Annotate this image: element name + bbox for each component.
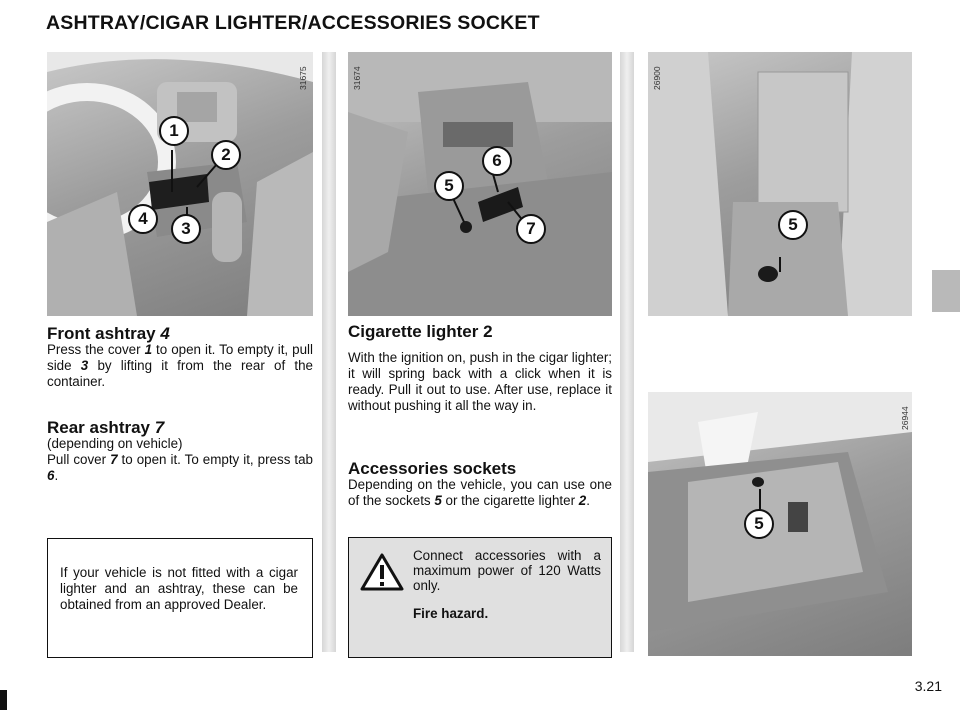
console-illustration — [648, 52, 912, 316]
centre-console-photo: 5 — [648, 52, 912, 316]
front-ashtray-heading: Front ashtray 4 — [47, 324, 170, 343]
cigarette-lighter-heading: Cigarette lighter 2 — [348, 322, 493, 341]
callout-5: 5 — [744, 509, 774, 539]
callout-3: 3 — [171, 214, 201, 244]
accessories-text: Depending on the vehicle, you can use on… — [348, 477, 612, 508]
photo-ref-31674: 31674 — [352, 66, 362, 90]
warning-triangle-icon — [360, 553, 404, 591]
photo-ref-26900: 26900 — [652, 66, 662, 90]
callout-5: 5 — [778, 210, 808, 240]
cigarette-lighter-text: With the ignition on, push in the cigar … — [348, 350, 612, 413]
accessories-heading: Accessories sockets — [348, 459, 517, 478]
callout-1: 1 — [159, 116, 189, 146]
page-title: ASHTRAY/CIGAR LIGHTER/ACCESSORIES SOCKET — [46, 12, 540, 34]
callout-2: 2 — [211, 140, 241, 170]
rear-ashtray-heading: Rear ashtray 7 — [47, 418, 165, 437]
note-box: If your vehicle is not fitted with a cig… — [47, 538, 313, 658]
warning-hazard: Fire hazard. — [413, 606, 489, 621]
callout-7: 7 — [516, 214, 546, 244]
callout-4: 4 — [128, 204, 158, 234]
warning-text: Connect accessories with a maximum power… — [413, 548, 601, 593]
rear-interior-illustration — [348, 52, 612, 316]
note-text: If your vehicle is not fitted with a cig… — [60, 565, 298, 612]
boot-illustration — [648, 392, 912, 632]
warning-box: Connect accessories with a maximum power… — [348, 537, 612, 658]
rear-ashtray-subtitle: (depending on vehicle) — [47, 436, 183, 451]
photo-ref-31675: 31675 — [298, 66, 308, 90]
footer-mark — [0, 690, 7, 710]
boot-photo: 5 — [648, 392, 912, 656]
front-interior-illustration — [47, 52, 313, 316]
photo-ref-26944: 26944 — [900, 406, 910, 430]
rear-console-photo: 5 6 7 — [348, 52, 612, 316]
front-ashtray-text: Press the cover 1 to open it. To empty i… — [47, 342, 313, 389]
page-number: 3.21 — [914, 678, 942, 694]
callout-6: 6 — [482, 146, 512, 176]
front-ashtray-photo: 1 2 3 4 — [47, 52, 313, 316]
callout-5: 5 — [434, 171, 464, 201]
column-divider — [620, 52, 634, 652]
section-tab — [932, 270, 960, 312]
column-divider — [322, 52, 336, 652]
rear-ashtray-text: Pull cover 7 to open it. To empty it, pr… — [47, 452, 314, 483]
